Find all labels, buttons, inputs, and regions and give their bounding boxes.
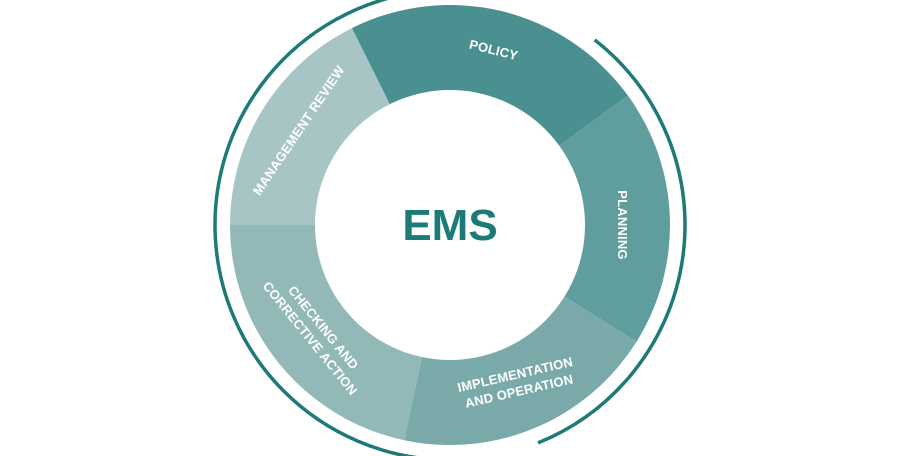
cycle-arrow-left xyxy=(213,0,419,456)
segment-management-review xyxy=(230,28,391,225)
segment-policy xyxy=(351,4,628,147)
segment-planning xyxy=(557,95,671,342)
segment-checking xyxy=(230,225,423,441)
center-label: EMS xyxy=(402,201,497,250)
segment-label-planning: PLANNING xyxy=(615,190,630,260)
cycle-arrow-right xyxy=(537,38,687,445)
center-disc xyxy=(315,90,585,360)
segment-implementation xyxy=(404,295,637,445)
